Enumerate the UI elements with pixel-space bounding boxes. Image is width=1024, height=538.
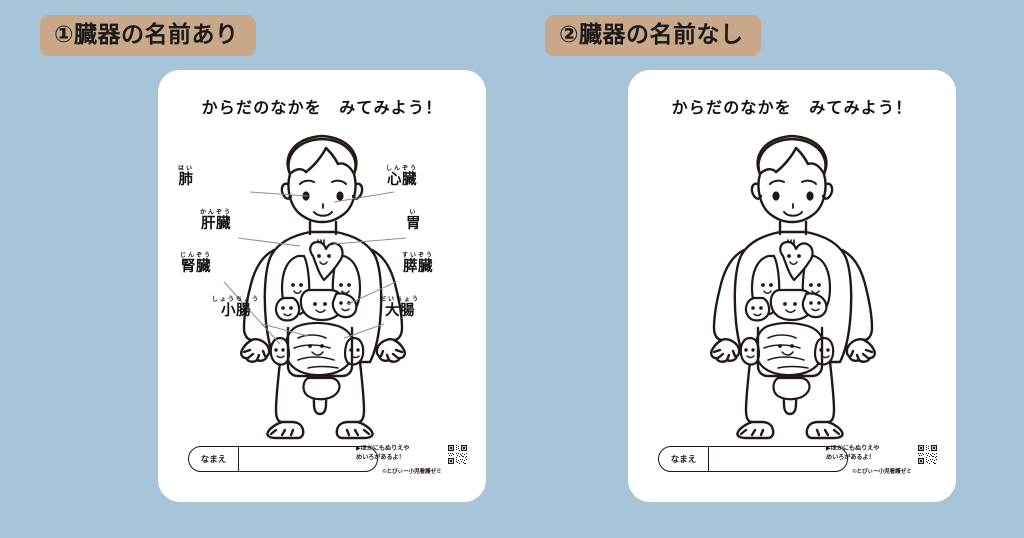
- promo-line-1: ▶ほかにもぬりえや: [826, 445, 880, 452]
- credit-text: ©とびぃー小児看護ゼミ: [382, 469, 442, 475]
- qr-code-icon[interactable]: [917, 444, 938, 465]
- body-illustration-labeled: [158, 122, 486, 440]
- credit-text: ©とびぃー小児看護ゼミ: [852, 469, 912, 475]
- organ-label-shouchou: しょうちょう 小腸: [212, 297, 261, 319]
- organ-label-shinzou: しんぞう 心臓: [386, 166, 419, 188]
- promo-block: ▶ほかにもぬりえや めいろがあるよ！: [356, 444, 468, 478]
- card-footer: なまえ ▶ほかにもぬりえや めいろがあるよ！: [158, 442, 486, 488]
- worksheet-card-unlabeled: からだのなかを みてみよう！: [628, 70, 956, 502]
- organ-label-hai: はい 肺: [178, 166, 195, 188]
- organ-label-kanzou: かんぞう 肝臓: [200, 210, 233, 232]
- promo-line-2: めいろがあるよ！: [356, 453, 405, 461]
- promo-line-1: ▶ほかにもぬりえや: [356, 445, 410, 452]
- promo-block: ▶ほかにもぬりえや めいろがあるよ！: [826, 444, 938, 478]
- name-field[interactable]: なまえ: [188, 446, 378, 472]
- promo-text: ▶ほかにもぬりえや めいろがあるよ！: [826, 445, 902, 463]
- name-field-label: なまえ: [189, 447, 239, 471]
- card-title: からだのなかを みてみよう！: [671, 100, 913, 117]
- section-label-unlabeled: ②臓器の名前なし: [545, 15, 762, 57]
- organ-label-jinzou: じんぞう 腎臓: [180, 253, 213, 275]
- qr-code-icon[interactable]: [447, 444, 468, 465]
- name-field[interactable]: なまえ: [658, 446, 848, 472]
- name-field-label: なまえ: [659, 447, 709, 471]
- card-footer: なまえ ▶ほかにもぬりえや めいろがあるよ！: [628, 442, 956, 488]
- organ-label-suizou: すいぞう 膵臓: [402, 253, 435, 275]
- card-title: からだのなかを みてみよう！: [201, 100, 443, 117]
- organ-label-i: い 胃: [406, 210, 421, 232]
- body-illustration-unlabeled: [628, 122, 956, 440]
- worksheet-card-labeled: からだのなかを みてみよう！: [158, 70, 486, 502]
- organ-label-daichou: だいちょう 大腸: [380, 297, 421, 319]
- section-label-labeled: ①臓器の名前あり: [40, 15, 257, 57]
- promo-line-2: めいろがあるよ！: [826, 453, 875, 461]
- promo-text: ▶ほかにもぬりえや めいろがあるよ！: [356, 445, 432, 463]
